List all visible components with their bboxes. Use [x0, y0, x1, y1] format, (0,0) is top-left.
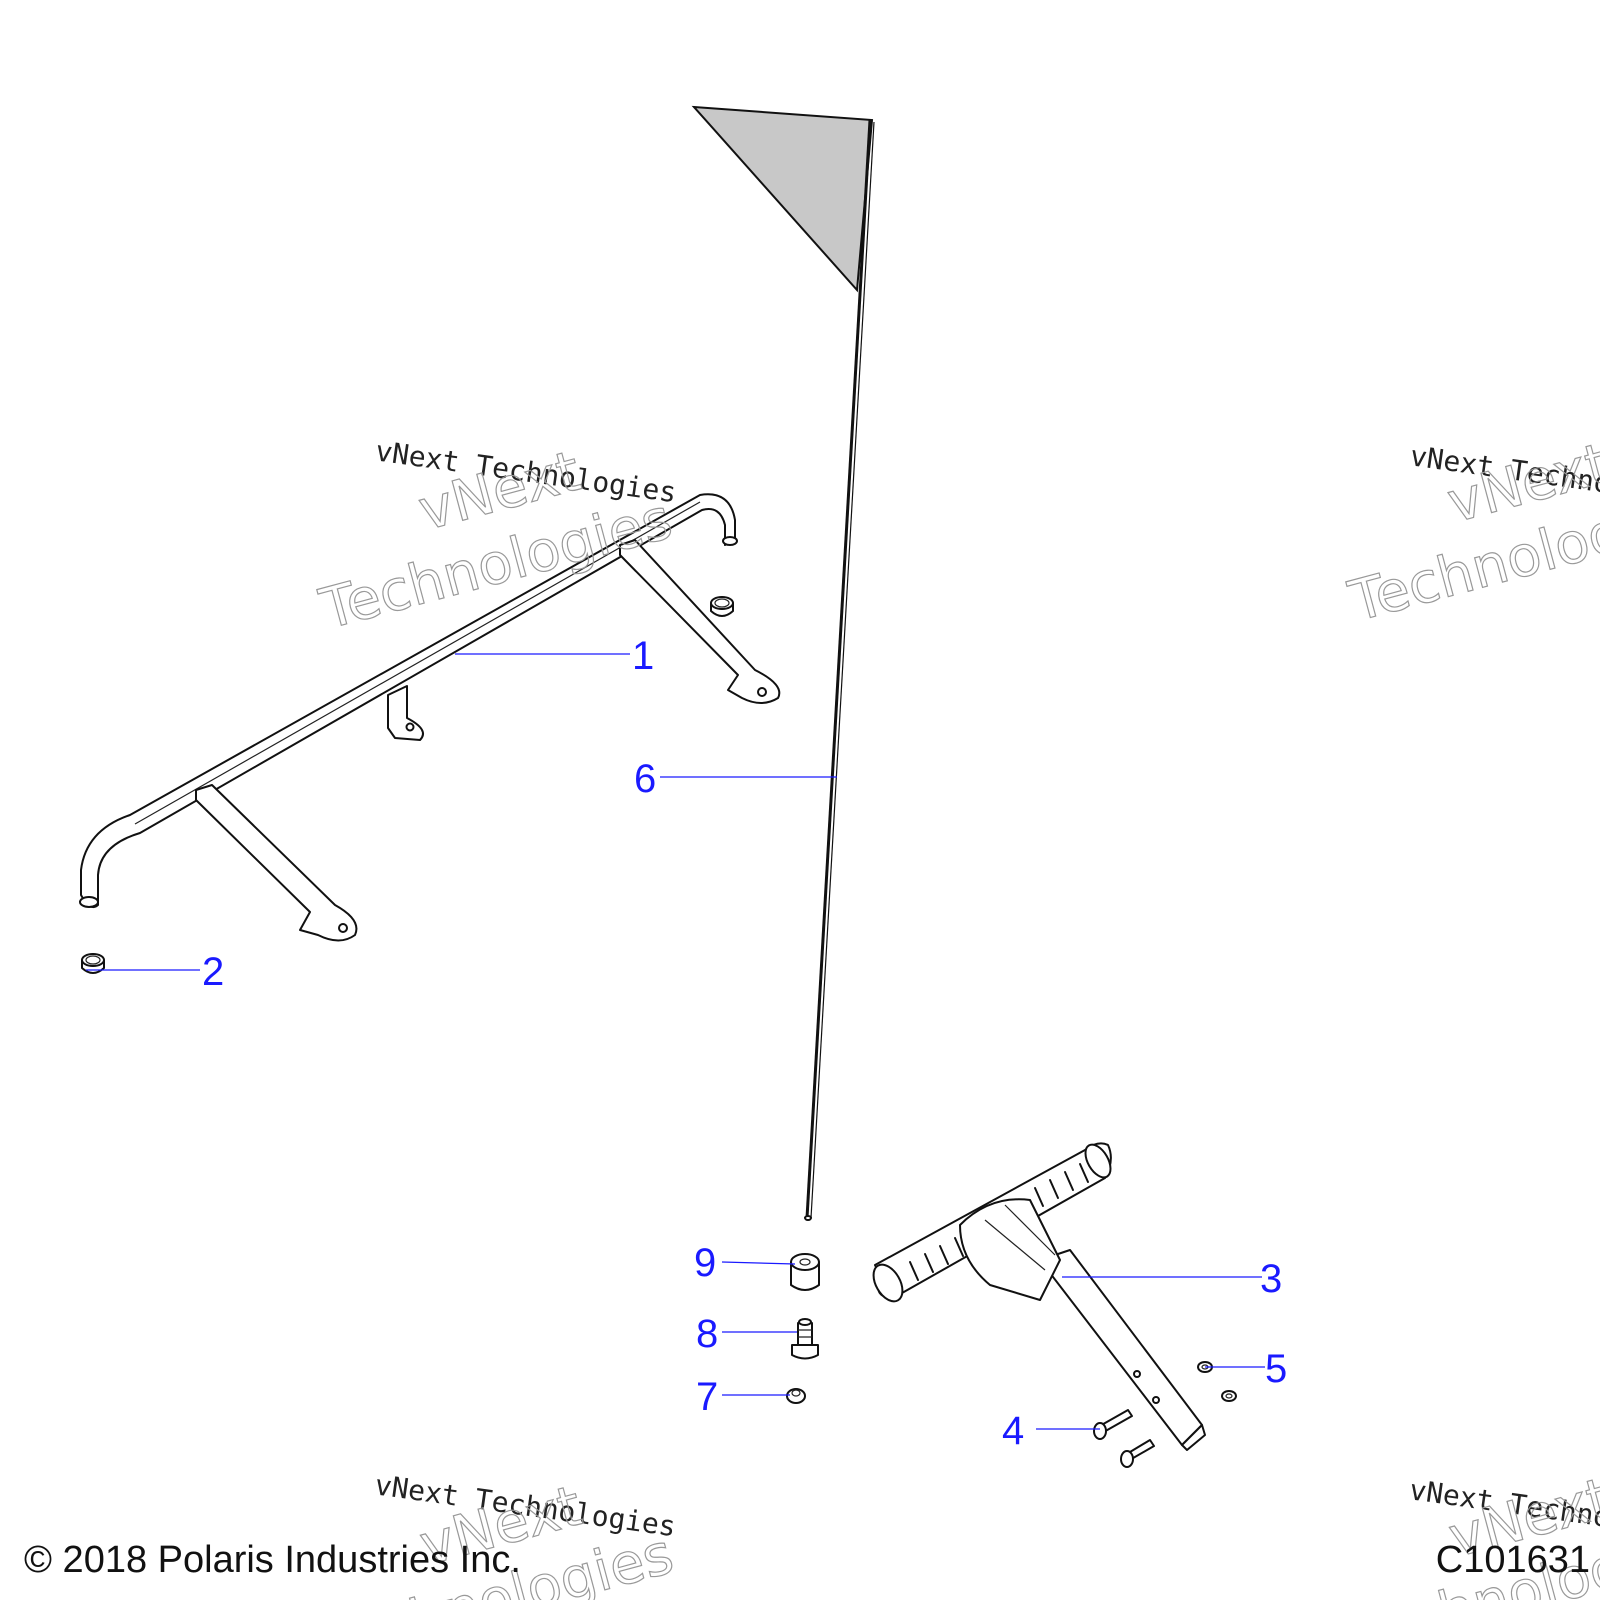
copyright-notice: © 2018 Polaris Industries Inc. — [24, 1539, 521, 1581]
callout-1: 1 — [632, 634, 654, 678]
flag-whip-part — [691, 105, 875, 1221]
leader-lines — [86, 653, 1265, 1430]
t-handle-part — [872, 1142, 1206, 1451]
callout-8: 8 — [696, 1312, 718, 1356]
callout-3: 3 — [1260, 1257, 1282, 1301]
whip-pole — [805, 119, 872, 1219]
rack-bar-part — [79, 493, 781, 942]
bolt-part — [1093, 1409, 1155, 1468]
diagram-id: C101631 — [1436, 1539, 1590, 1581]
watermark-top-right-outline: vNext Technologies — [1342, 430, 1600, 635]
callout-6: 6 — [634, 757, 656, 801]
nut-part — [1197, 1361, 1237, 1402]
callout-9: 9 — [694, 1241, 716, 1285]
stud-part — [791, 1318, 819, 1360]
callout-5: 5 — [1265, 1347, 1287, 1391]
washer-part — [786, 1388, 806, 1404]
ferrule-part — [790, 1253, 820, 1291]
flag-pennant — [691, 105, 874, 293]
callout-4: 4 — [1002, 1409, 1024, 1453]
callout-2: 2 — [202, 950, 224, 994]
callout-7: 7 — [696, 1375, 718, 1419]
